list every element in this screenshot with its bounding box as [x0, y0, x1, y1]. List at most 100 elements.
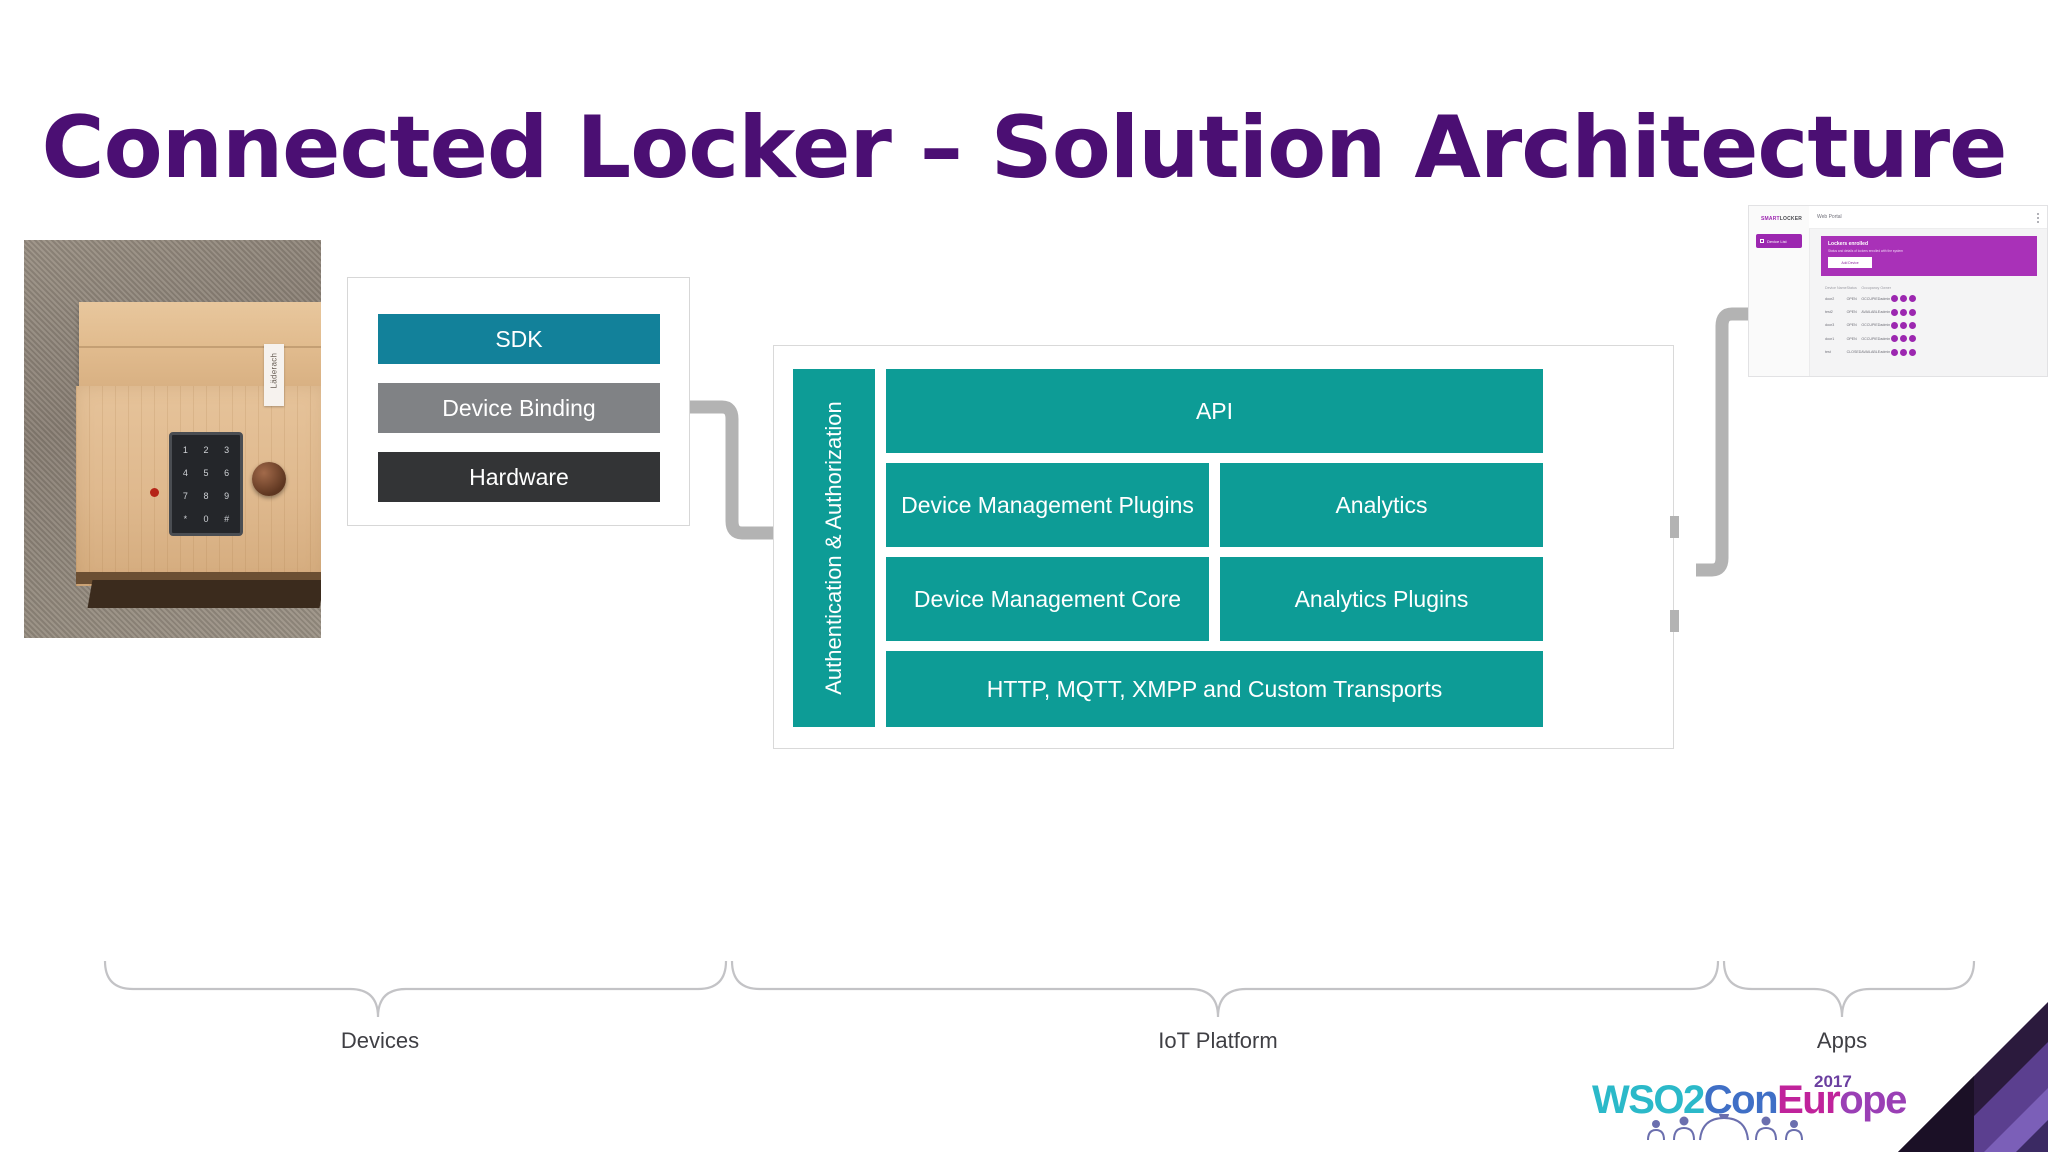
portal-brand-suffix: LOCKER [1779, 216, 1803, 222]
column-header-occupancy: Occupancy [1861, 286, 1880, 290]
locker-top-board [79, 302, 321, 386]
action-icon[interactable] [1890, 321, 1898, 329]
keypad-key: 3 [224, 444, 230, 455]
keypad-key: 9 [224, 490, 230, 501]
table-cell: door3 [1825, 323, 1835, 328]
keypad-icon: 1 2 3 4 5 6 7 8 9 * 0 # [169, 432, 243, 536]
keypad-key: 5 [203, 467, 209, 478]
table-cell: admin [1880, 336, 1891, 341]
table-cell: door2 [1825, 296, 1835, 301]
kebab-menu-icon[interactable] [2037, 213, 2039, 215]
action-icon[interactable] [1899, 321, 1907, 329]
action-icon[interactable] [1908, 348, 1916, 356]
row-actions[interactable] [1890, 332, 1916, 345]
action-dots[interactable] [1890, 308, 1916, 316]
row-actions[interactable] [1890, 292, 1916, 305]
action-icon[interactable] [1899, 335, 1907, 343]
brace-label-apps: Apps [1816, 1028, 1868, 1053]
column-header-status: Status [1846, 286, 1857, 290]
keypad-key: 4 [182, 467, 188, 478]
auth-authorization-bar: Authentication & Authorization [793, 369, 875, 727]
tile-transports: HTTP, MQTT, XMPP and Custom Transports [886, 651, 1543, 727]
portal-brand: SMARTLOCKER [1761, 216, 1802, 222]
action-dots[interactable] [1890, 321, 1916, 329]
action-icon[interactable] [1890, 308, 1898, 316]
logo-con: Con [1703, 1078, 1779, 1122]
banner-title: Lockers enrolled [1828, 241, 1869, 247]
table-cell: AVAILABLE [1861, 310, 1881, 315]
action-icon[interactable] [1890, 295, 1898, 303]
portal-brand-prefix: SMART [1761, 216, 1780, 222]
action-icon[interactable] [1908, 321, 1916, 329]
corner-decoration [1898, 1002, 2048, 1152]
tile-analytics: Analytics [1220, 463, 1543, 547]
row-actions[interactable] [1890, 305, 1916, 318]
logo-wso2: WSO2 [1592, 1078, 1705, 1122]
action-icon[interactable] [1890, 335, 1898, 343]
action-icon[interactable] [1908, 335, 1916, 343]
action-dots[interactable] [1890, 348, 1916, 356]
action-dots[interactable] [1890, 335, 1916, 343]
tile-device-management-plugins: Device Management Plugins [886, 463, 1209, 547]
status-led [150, 488, 159, 497]
tile-analytics-plugins: Analytics Plugins [1220, 557, 1543, 641]
portal-page-title: Web Portal [1817, 214, 1842, 220]
connected-locker-photo: Läderach 1 2 3 4 5 6 7 8 9 * 0 # [24, 240, 321, 638]
table-cell: OCCUPIED [1861, 323, 1881, 328]
scrollbar[interactable] [1748, 284, 1749, 306]
device-stack-panel: SDK Device Binding Hardware [347, 277, 690, 526]
wso2con-wordmark: WSO2ConEurope [1592, 1078, 1907, 1123]
keypad-key: # [224, 513, 230, 524]
connector-nub [1670, 516, 1679, 538]
action-icon[interactable] [1899, 348, 1907, 356]
table-cell: OPEN [1846, 296, 1857, 301]
table-cell: OPEN [1846, 336, 1857, 341]
row-actions[interactable] [1890, 346, 1916, 359]
logo-ope: ope [1839, 1078, 1907, 1122]
auth-authorization-label: Authentication & Authorization [821, 401, 846, 695]
row-actions[interactable] [1890, 319, 1916, 332]
product-label-text: Läderach [269, 352, 279, 389]
table-cell: test [1825, 350, 1831, 355]
table-cell: admin [1880, 350, 1891, 355]
keypad-key: 0 [203, 513, 209, 524]
table-cell: test2 [1825, 310, 1833, 315]
logo-year: 2017 [1814, 1072, 1852, 1091]
table-header-row: Device Name Status Occupancy Owner [1825, 284, 1916, 292]
action-icon[interactable] [1890, 348, 1898, 356]
web-portal-screenshot: SMARTLOCKER Device List Web Portal Locke… [1748, 205, 2048, 377]
action-icon[interactable] [1899, 295, 1907, 303]
tile-device-management-core: Device Management Core [886, 557, 1209, 641]
section-braces [103, 960, 1976, 1018]
keypad-key: 7 [182, 490, 188, 501]
brace-label-devices: Devices [340, 1028, 420, 1053]
banner-subtitle: Status and details of lockers enrolled w… [1828, 249, 1903, 253]
table-cell: admin [1880, 310, 1891, 315]
table-cell: OPEN [1846, 310, 1857, 315]
door-knob [252, 462, 286, 496]
tile-api: API [886, 369, 1543, 453]
connector-platform-to-apps [1696, 307, 1776, 577]
brace-label-iot-platform: IoT Platform [1158, 1028, 1278, 1053]
table-cell: OCCUPIED [1861, 336, 1881, 341]
table-cell: CLOSED [1846, 350, 1862, 355]
device-box-sdk: SDK [378, 314, 660, 364]
add-device-button[interactable]: Add Device [1828, 257, 1872, 268]
logo-eur: Eur [1777, 1078, 1841, 1122]
table-cell: door1 [1825, 336, 1835, 341]
action-icon[interactable] [1908, 308, 1916, 316]
action-dots[interactable] [1890, 295, 1916, 303]
portal-topbar: Web Portal [1809, 206, 2047, 229]
action-icon[interactable] [1908, 295, 1916, 303]
keypad-key: * [183, 513, 188, 524]
sidebar-item-device-list[interactable]: Device List [1756, 234, 1802, 248]
device-table: Device Name Status Occupancy Owner door2… [1825, 284, 1916, 359]
portal-sidebar [1749, 206, 1810, 376]
action-icon[interactable] [1899, 308, 1907, 316]
